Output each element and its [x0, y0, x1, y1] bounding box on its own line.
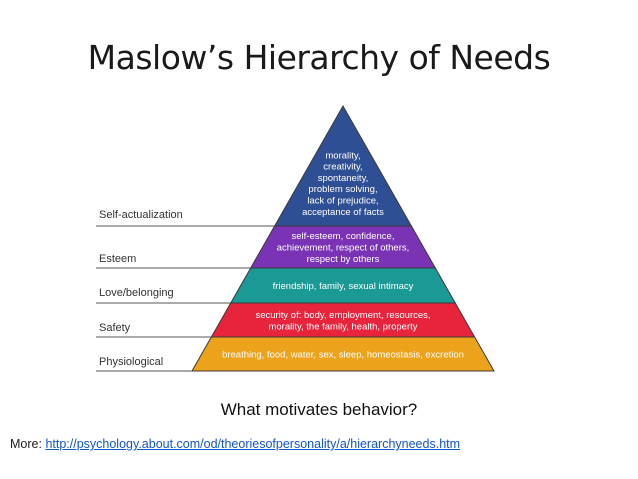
- tier-esteem-text-line: achievement, respect of others,: [277, 243, 410, 254]
- tier-self-actualization-text-line: creativity,: [323, 162, 362, 173]
- tier-love-belonging-text-line: friendship, family, sexual intimacy: [273, 281, 414, 292]
- level-label-self-actualization: Self-actualization: [99, 209, 183, 221]
- caption: What motivates behavior?: [220, 400, 418, 419]
- tier-esteem-text-line: self-esteem, confidence,: [292, 231, 395, 242]
- slide-title: Maslow’s Hierarchy of Needs: [87, 38, 551, 77]
- tier-self-actualization-text-line: spontaneity,: [318, 173, 369, 184]
- tier-esteem-text-line: respect by others: [307, 254, 380, 265]
- tier-physiological-text-line: breathing, food, water, sex, sleep, home…: [222, 350, 464, 361]
- level-label-safety: Safety: [99, 322, 131, 334]
- tier-safety-text-line: security of: body, employment, resources…: [255, 310, 430, 321]
- tier-self-actualization-text-line: acceptance of facts: [302, 207, 384, 218]
- tier-self-actualization-text-line: lack of prejudice,: [307, 195, 378, 206]
- tier-self-actualization-text-line: problem solving,: [308, 184, 377, 195]
- level-label-love-belonging: Love/belonging: [99, 287, 174, 299]
- footer-prefix: More:: [10, 437, 46, 451]
- level-label-physiological: Physiological: [99, 356, 163, 368]
- footer-link[interactable]: http://psychology.about.com/od/theorieso…: [45, 437, 461, 451]
- footer: More: http://psychology.about.com/od/the…: [10, 437, 460, 451]
- tier-self-actualization-text-line: morality,: [325, 150, 360, 161]
- level-label-esteem: Esteem: [99, 253, 136, 265]
- tier-safety-text-line: morality, the family, health, property: [268, 321, 417, 332]
- tier-physiological: [191, 336, 495, 372]
